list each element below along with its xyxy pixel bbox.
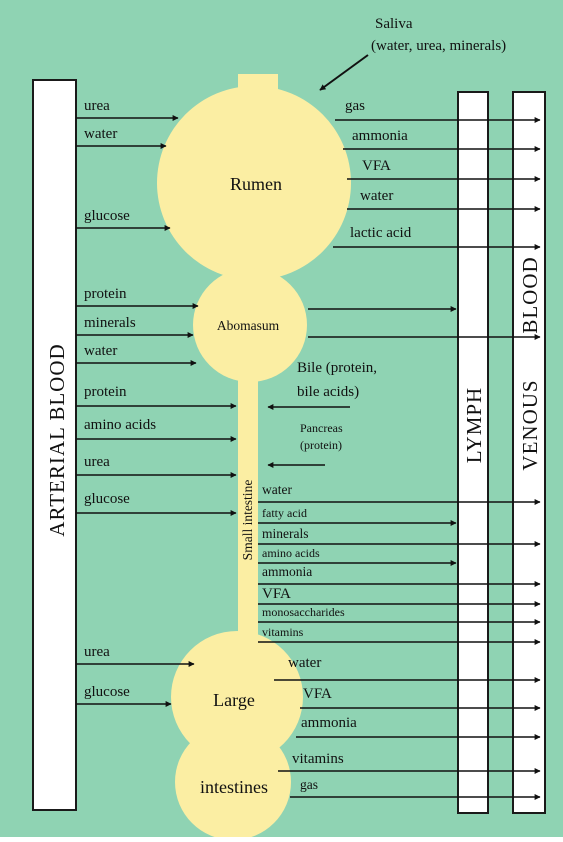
arterial-blood-label: ARTERIAL BLOOD (45, 343, 69, 536)
output-label: vitamins (292, 751, 344, 767)
abomasum-label: Abomasum (217, 318, 280, 333)
lymph-label: LYMPH (462, 387, 486, 463)
bile-label-line2: bile acids) (297, 384, 359, 400)
output-label: ammonia (301, 715, 357, 731)
output-label: vitamins (262, 625, 304, 639)
input-label: urea (84, 454, 110, 470)
output-label: monosaccharides (262, 605, 345, 619)
output-label: gas (300, 777, 318, 792)
output-label: ammonia (352, 128, 408, 144)
output-label: gas (345, 98, 365, 114)
input-label: urea (84, 644, 110, 660)
input-label: minerals (84, 315, 136, 331)
large-label: Large (213, 690, 255, 710)
intestines-label: intestines (200, 777, 268, 797)
input-label: amino acids (84, 417, 156, 433)
rumen-label: Rumen (230, 174, 282, 194)
output-label: lactic acid (350, 225, 412, 241)
input-label: glucose (84, 491, 130, 507)
blood-label: BLOOD (518, 256, 542, 333)
input-label: urea (84, 98, 110, 114)
input-label: water (84, 126, 117, 142)
output-label: fatty acid (262, 506, 307, 520)
output-label: minerals (262, 526, 309, 541)
output-label: water (288, 655, 321, 671)
input-label: glucose (84, 684, 130, 700)
pancreas-label-line2: (protein) (300, 438, 342, 452)
output-label: water (360, 188, 393, 204)
saliva-label-line1: Saliva (375, 16, 413, 32)
input-label: water (84, 343, 117, 359)
venous-label: VENOUS (518, 379, 542, 470)
output-label: VFA (303, 686, 332, 702)
bile-label-line1: Bile (protein, (297, 360, 377, 376)
output-label: water (262, 482, 292, 497)
input-label: protein (84, 286, 127, 302)
small-intestine-label: Small intestine (240, 480, 255, 561)
pancreas-label-line1: Pancreas (300, 421, 343, 435)
input-label: glucose (84, 208, 130, 224)
output-label: VFA (362, 158, 391, 174)
saliva-label-line2: (water, urea, minerals) (371, 38, 506, 54)
output-label: VFA (262, 586, 291, 602)
output-label: ammonia (262, 564, 312, 579)
output-label: amino acids (262, 546, 320, 560)
input-label: protein (84, 384, 127, 400)
